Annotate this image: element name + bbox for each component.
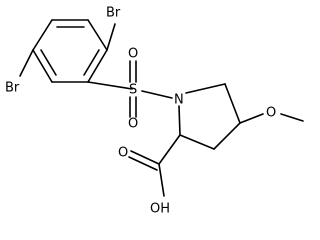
- atom-label-o-sulfonyl-bottom: O: [128, 117, 138, 132]
- ring-bond-3-inner: [83, 49, 100, 76]
- atom-label-sulfur: S: [129, 83, 137, 98]
- ring-bond-3: [87, 49, 108, 83]
- atom-br-top: Br: [106, 6, 121, 21]
- atom-label-br-top: Br: [106, 6, 121, 21]
- molecule-diagram: Br Br O S O N O O OH: [5, 6, 304, 217]
- bond-c-o-double-b: [128, 156, 158, 171]
- ring-bond-n-c5: [185, 83, 226, 94]
- atom-o-sulfonyl-top: O: [128, 47, 138, 62]
- bond-c2-cooh: [158, 134, 181, 165]
- bond-c-br-left: [19, 49, 34, 77]
- pyrrolidine-ring: [178, 83, 241, 150]
- ring-bond-c5-c4: [224, 83, 241, 124]
- bond-s-n: [141, 90, 173, 99]
- atom-hydroxyl: OH: [150, 202, 170, 217]
- bond-c-s: [87, 81, 133, 90]
- ring-bond-2: [87, 19, 108, 51]
- atom-o-methoxy: O: [266, 106, 276, 121]
- atom-label-o-carbonyl: O: [118, 146, 128, 161]
- atom-nitrogen: N: [174, 93, 184, 108]
- ring-bond-c2-n: [178, 105, 181, 136]
- ring-bond-c4-c3: [213, 122, 241, 150]
- ring-bond-5-inner: [40, 49, 57, 76]
- benzene-ring: [32, 19, 108, 83]
- bond-c-oh: [158, 163, 165, 197]
- atom-label-nitrogen: N: [174, 93, 184, 108]
- atom-br-left: Br: [5, 81, 20, 96]
- atom-label-hydroxyl: OH: [150, 202, 170, 217]
- bond-c-o-double-a: [130, 150, 160, 165]
- bond-c4-o-methoxy: [239, 113, 264, 124]
- atom-sulfur: S: [129, 83, 137, 98]
- ring-bond-5: [32, 49, 53, 83]
- bond-o-ch3: [280, 113, 304, 122]
- atom-label-o-sulfonyl-top: O: [128, 47, 138, 62]
- atom-o-carbonyl: O: [118, 146, 128, 161]
- atom-o-sulfonyl-bottom: O: [128, 117, 138, 132]
- bond-c-br-top: [106, 23, 116, 51]
- ring-bond-6: [32, 19, 53, 51]
- ring-bond-c3-c2: [179, 134, 215, 150]
- atom-label-br-left: Br: [5, 81, 20, 96]
- atom-label-o-methoxy: O: [266, 106, 276, 121]
